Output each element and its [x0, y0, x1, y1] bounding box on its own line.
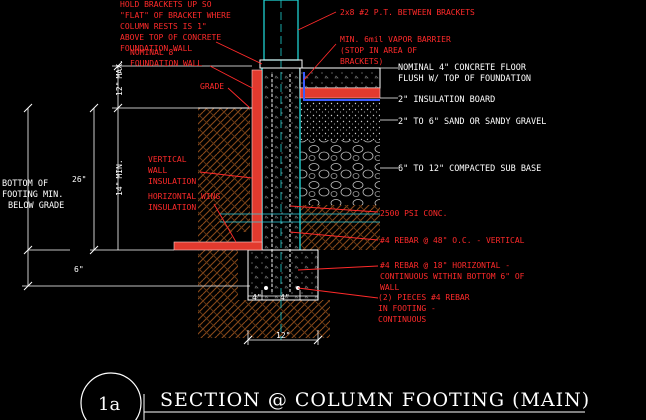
- title-text: SECTION @ COLUMN FOOTING (MAIN): [160, 389, 590, 411]
- note-rebar-vertical: #4 REBAR @ 48" O.C. - VERTICAL: [380, 236, 525, 245]
- dimension-lines: [22, 65, 319, 345]
- dim-4-right: 4": [280, 293, 290, 302]
- note-vertical-wall-insulation: VERTICAL WALL INSULATION: [148, 155, 196, 186]
- note-hold-brackets: HOLD BRACKETS UP SO "FLAT" OF BRACKET WH…: [120, 0, 236, 53]
- dim-12-footing: 12": [276, 331, 290, 340]
- note-vapor-barrier: MIN. 6mil VAPOR BARRIER (STOP IN AREA OF…: [340, 35, 456, 66]
- title-number: 1a: [98, 394, 120, 415]
- title-badge: [80, 372, 142, 420]
- sand-layer: [300, 100, 380, 140]
- earth-interior: [300, 205, 380, 300]
- note-sand-gravel: 2" TO 6" SAND OR SANDY GRAVEL: [398, 117, 546, 127]
- rebar-footing-1: [264, 286, 268, 290]
- earth-under-footing: [238, 300, 330, 338]
- leaders-left: [199, 41, 263, 243]
- dim-4-left: 4": [252, 293, 262, 302]
- footing: [247, 249, 319, 301]
- dim-26: 26": [72, 175, 86, 184]
- dim-14-min: 14"MIN.: [115, 159, 124, 196]
- dim-12-max: 12"MAX.: [115, 59, 124, 96]
- vapor-barrier: [303, 72, 380, 101]
- note-concrete-psi: 2500 PSI CONC.: [380, 209, 447, 218]
- horizontal-wing-insulation: [173, 241, 263, 251]
- dim-6: 6": [74, 265, 84, 274]
- note-insulation-board: 2" INSULATION BOARD: [398, 95, 495, 105]
- slab-insulation: [299, 87, 381, 99]
- bracket: [259, 59, 303, 69]
- note-bottom-of-footing: BOTTOM OF FOOTING MIN. BELOW GRADE: [2, 179, 69, 211]
- gravel-layer: [300, 140, 380, 205]
- note-concrete-floor: NOMINAL 4" CONCRETE FLOOR FLUSH W/ TOP O…: [398, 63, 531, 84]
- note-brackets: 2x8 #2 P.T. BETWEEN BRACKETS: [340, 8, 475, 17]
- vertical-wall-insulation: [251, 69, 263, 251]
- note-rebar-horizontal: #4 REBAR @ 18" HORIZONTAL - CONTINUOUS W…: [380, 261, 529, 292]
- note-sub-base: 6" TO 12" COMPACTED SUB BASE: [398, 164, 541, 174]
- note-nominal-foundation-wall: NOMINAL 8" FOUNDATION WALL: [130, 48, 202, 68]
- note-horizontal-wing-insulation: HORIZONTAL WING INSULATION: [148, 192, 225, 212]
- note-grade: GRADE: [200, 82, 224, 91]
- earth-backfill: [198, 108, 250, 338]
- leaders-right: [289, 11, 379, 299]
- dimension-ticks: [23, 61, 323, 345]
- note-rebar-footing: (2) PIECES #4 REBAR IN FOOTING - CONTINU…: [378, 293, 474, 324]
